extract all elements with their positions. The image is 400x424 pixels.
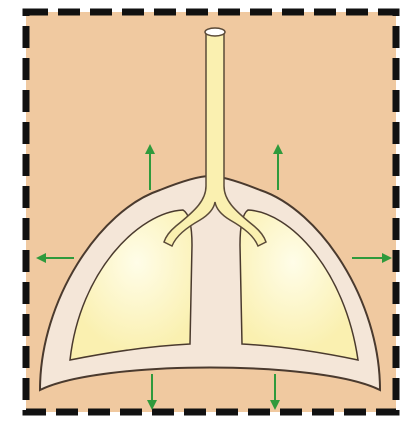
trachea-opening [205,28,225,36]
